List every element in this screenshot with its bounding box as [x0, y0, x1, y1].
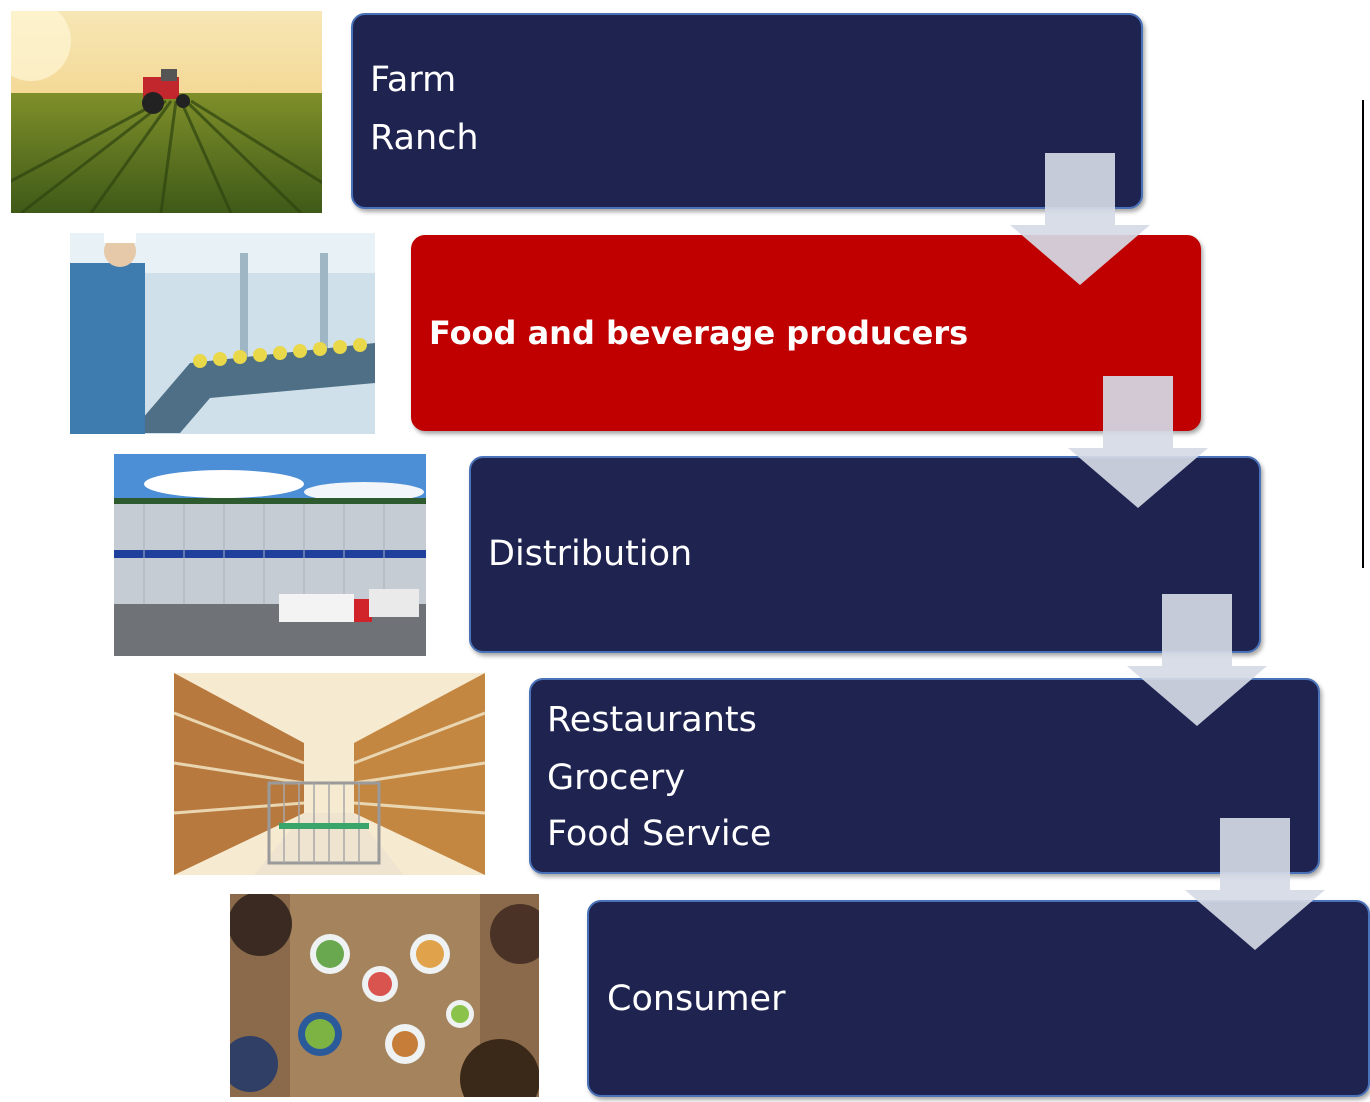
- stage-label-grocery: Grocery: [547, 758, 686, 798]
- factory-photo: [70, 233, 375, 434]
- vertical-divider-line: [1362, 100, 1364, 568]
- grocery-aisle-photo: [174, 673, 485, 875]
- stage-label-distribution: Distribution: [488, 534, 693, 574]
- stage-label-restaurants: Restaurants: [547, 700, 757, 740]
- down-arrow-4: [1185, 818, 1325, 950]
- stage-label-consumer: Consumer: [607, 979, 786, 1019]
- down-arrow-1: [1010, 153, 1150, 285]
- stage-label-farm: Farm: [370, 60, 457, 100]
- stage-box-farm-ranch: Farm Ranch: [351, 13, 1143, 209]
- dining-table-photo: [230, 894, 539, 1097]
- warehouse-photo: [114, 454, 426, 656]
- down-arrow-2: [1068, 376, 1208, 508]
- stage-label-producers: Food and beverage producers: [429, 314, 969, 352]
- stage-box-retail-food-service: Restaurants Grocery Food Service: [529, 678, 1320, 874]
- stage-label-food-service: Food Service: [547, 814, 772, 854]
- down-arrow-3: [1127, 594, 1267, 726]
- farm-photo: [11, 11, 322, 213]
- stage-label-ranch: Ranch: [370, 118, 479, 158]
